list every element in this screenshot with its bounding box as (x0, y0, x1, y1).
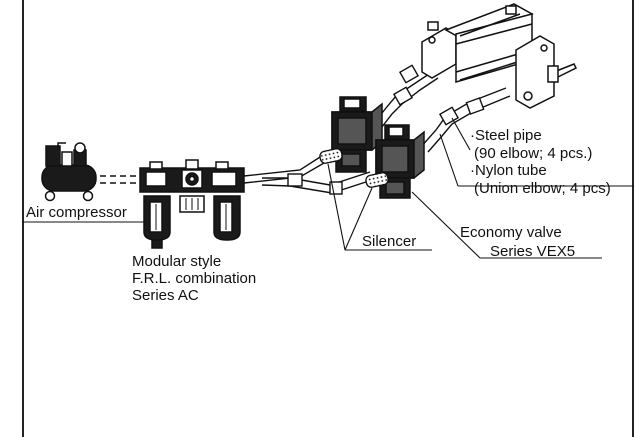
frl-unit-icon (140, 160, 244, 248)
air-cylinder-icon (422, 4, 576, 108)
steel-pipe-label-line1: ·Steel pipe (470, 127, 542, 144)
air-compressor-label: Air compressor (26, 204, 127, 221)
frl-label-line1: Modular style (132, 253, 221, 270)
nylon-tube-label-line1: ·Nylon tube (470, 162, 547, 179)
economy-valve-label-line1: Economy valve (460, 224, 562, 241)
air-supply-dashes (100, 176, 138, 183)
silencer-label: Silencer (362, 233, 416, 250)
frl-label-line2: F.R.L. combination (132, 270, 256, 287)
frl-label-line3: Series AC (132, 287, 199, 304)
nylon-tube-label-line2: (Union elbow; 4 pcs) (474, 180, 611, 197)
economy-valve-label-line2: Series VEX5 (490, 243, 575, 260)
steel-pipe-label-line2: (90 elbow; 4 pcs.) (474, 145, 592, 162)
air-compressor-icon (42, 143, 96, 201)
economy-valve-2-icon (376, 125, 424, 198)
